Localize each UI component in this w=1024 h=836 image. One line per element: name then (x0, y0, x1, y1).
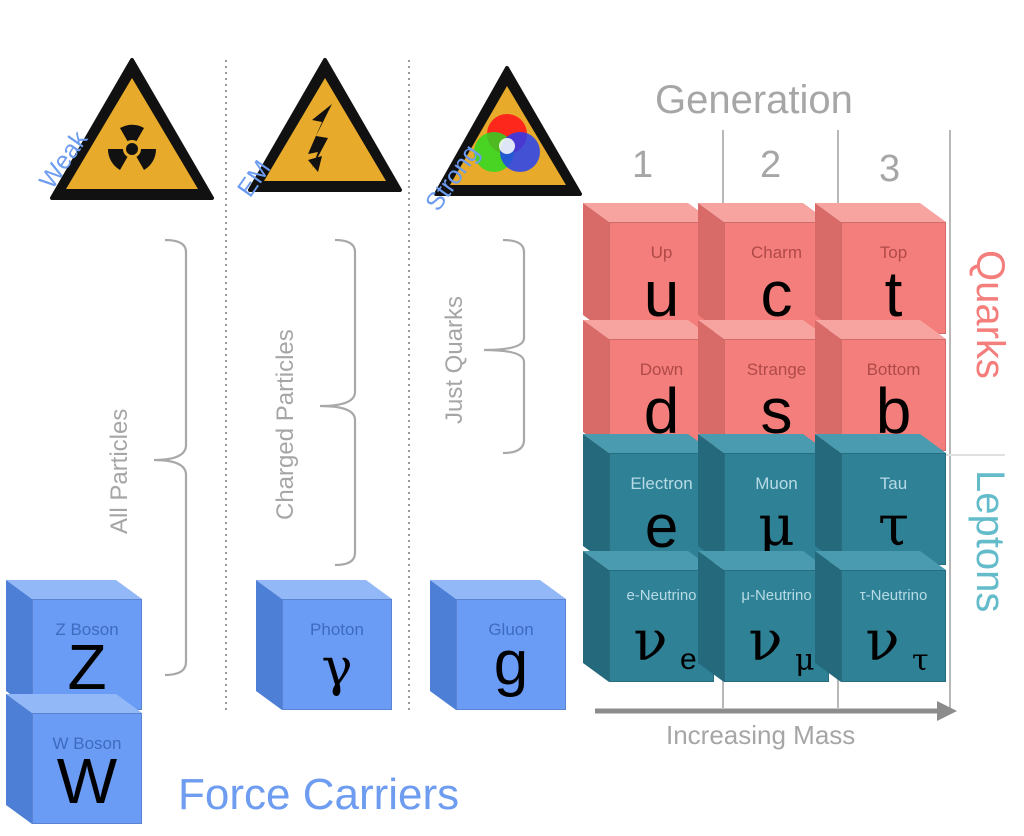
lepton-tau-cube: Tau τ (815, 434, 949, 565)
color-charge-icon (434, 66, 582, 196)
particle-name: W Boson (52, 734, 122, 753)
particle-name: Up (650, 243, 673, 262)
particle-name: Tau (879, 474, 908, 493)
particle-symbol: μ (758, 494, 795, 559)
particle-name: μ-Neutrino (741, 587, 812, 604)
mass-arrow-head (937, 701, 957, 721)
boson-gluon-cube: Gluon g (430, 580, 568, 710)
particle-subscript: μ (795, 643, 815, 678)
particle-name: e-Neutrino (626, 587, 697, 604)
lepton-muon-cube: Muon μ (698, 434, 832, 565)
boson-w-cube: W Boson W (6, 694, 144, 824)
quark-bottom-cube: Bottom b (815, 320, 949, 451)
particle-symbol: τ (878, 494, 909, 559)
particle-name: Down (639, 360, 684, 379)
quark-top-cube: Top t (815, 203, 949, 334)
brace-charged-particles (319, 238, 357, 567)
radiation-icon (50, 58, 214, 200)
leptons-label: Leptons (968, 470, 1012, 613)
particle-name: Photon (310, 620, 364, 639)
particle-subscript: τ (912, 643, 929, 678)
particle-symbol: ν (865, 609, 900, 674)
quark-up-cube: Up u (583, 203, 717, 334)
quark-down-cube: Down d (583, 320, 717, 451)
quarks-label: Quarks (968, 250, 1012, 379)
generation-number-2: 2 (760, 144, 782, 186)
particle-name: Top (879, 243, 908, 262)
particle-name: Z Boson (55, 620, 119, 639)
quark-charm-cube: Charm c (698, 203, 832, 334)
generation-title: Generation (655, 78, 853, 122)
particle-name: Electron (630, 474, 693, 493)
particle-subscript: e (680, 643, 697, 676)
high-voltage-icon (248, 58, 402, 192)
quark-strange-cube: Strange s (698, 320, 832, 451)
lepton-electron-cube: Electron e (583, 434, 717, 565)
lepton-mu-neutrino-cube: μ-Neutrino ν μ (698, 551, 832, 682)
generation-number-3: 3 (879, 148, 901, 190)
scope-all-particles: All Particles (106, 408, 133, 534)
boson-z-cube: Z Boson Z (6, 580, 144, 710)
particle-name: τ-Neutrino (859, 587, 928, 604)
particle-name: Charm (750, 243, 802, 262)
generation-number-1: 1 (632, 144, 654, 186)
force-carriers-label: Force Carriers (178, 770, 460, 819)
particle-name: Bottom (866, 360, 921, 379)
particle-name: Muon (755, 474, 798, 493)
particle-symbol: ν (748, 609, 783, 674)
particle-symbol: e (644, 493, 679, 560)
particle-symbol: W (56, 745, 118, 817)
particle-symbol: g (493, 629, 529, 698)
particle-symbol: t (884, 258, 903, 330)
particle-symbol: ν (633, 609, 668, 674)
particle-name: Strange (746, 360, 807, 379)
particle-symbol: Z (67, 631, 107, 703)
particle-symbol: γ (321, 638, 353, 698)
particle-symbol: u (643, 258, 680, 330)
particle-name: Gluon (488, 620, 534, 639)
lepton-tau-neutrino-cube: τ-Neutrino ν τ (815, 551, 949, 682)
scope-charged-particles: Charged Particles (272, 329, 299, 520)
brace-all-particles (153, 238, 188, 677)
lepton-e-neutrino-cube: e-Neutrino ν e (583, 551, 717, 682)
scope-just-quarks: Just Quarks (441, 295, 468, 424)
particle-symbol: c (760, 258, 793, 330)
mass-axis-label: Increasing Mass (666, 720, 856, 750)
boson-photon-cube: Photon γ (256, 580, 394, 710)
brace-just-quarks (483, 238, 526, 455)
